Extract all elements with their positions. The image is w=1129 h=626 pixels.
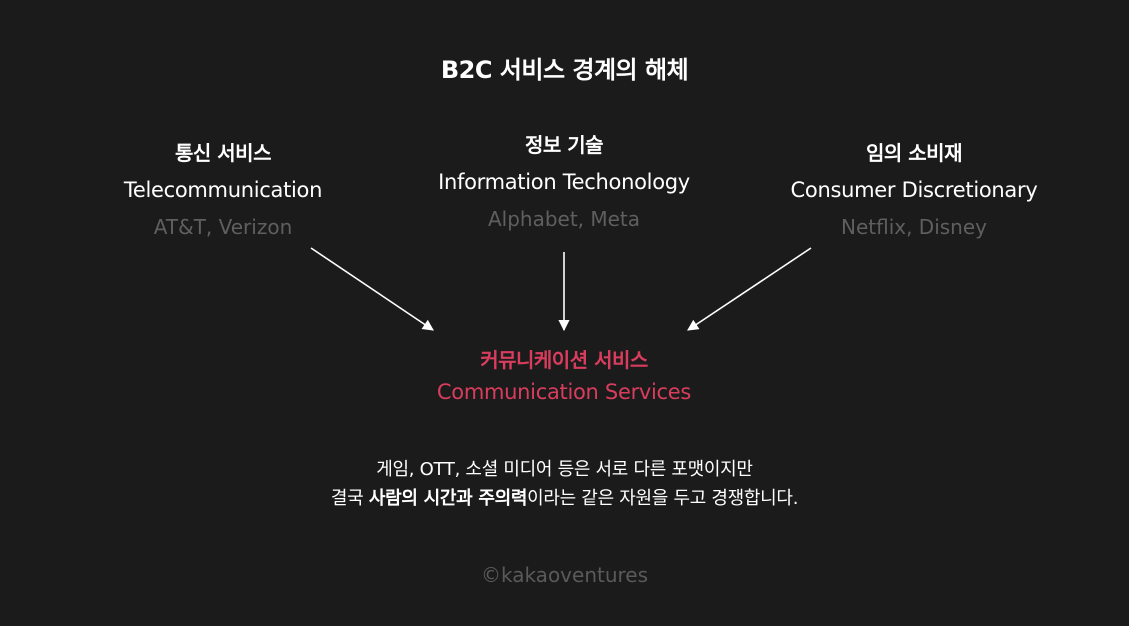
node-korean-label: 통신 서비스 xyxy=(175,141,271,165)
node-english-label: Information Techonology xyxy=(438,170,690,194)
target-node-communication-services: 커뮤니케이션 서비스 Communication Services xyxy=(364,347,764,406)
node-korean-label: 임의 소비재 xyxy=(866,141,962,165)
arrow-right xyxy=(687,247,812,331)
node-english-label: Consumer Discretionary xyxy=(790,178,1038,202)
source-node-information-technology: 정보 기술 Information Techonology Alphabet, … xyxy=(394,132,734,232)
node-examples: Netflix, Disney xyxy=(840,215,987,239)
node-examples: Alphabet, Meta xyxy=(487,207,641,231)
source-node-telecom: 통신 서비스 Telecommunication AT&T, Verizon xyxy=(53,140,393,240)
target-english-label: Communication Services xyxy=(436,380,692,404)
page-title: B2C 서비스 경계의 해체 xyxy=(440,56,689,84)
source-node-consumer-discretionary: 임의 소비재 Consumer Discretionary Netflix, D… xyxy=(744,140,1084,240)
node-examples: AT&T, Verizon xyxy=(153,215,293,239)
credit-text: ©kakaoventures xyxy=(480,563,649,587)
description-line-2: 결국 사람의 시간과 주의력이라는 같은 자원을 두고 경쟁합니다. xyxy=(0,484,1129,513)
description-line-1: 게임, OTT, 소셜 미디어 등은 서로 다른 포맷이지만 xyxy=(376,459,753,480)
description-prefix: 결국 xyxy=(330,488,369,509)
arrow-left xyxy=(310,247,434,331)
node-english-label: Telecommunication xyxy=(123,178,323,202)
description: 게임, OTT, 소셜 미디어 등은 서로 다른 포맷이지만 결국 사람의 시간… xyxy=(0,455,1129,513)
description-emphasis: 사람의 시간과 주의력 xyxy=(368,488,528,509)
target-korean-label: 커뮤니케이션 서비스 xyxy=(480,348,648,372)
description-suffix: 이라는 같은 자원을 두고 경쟁합니다. xyxy=(527,488,799,509)
node-korean-label: 정보 기술 xyxy=(524,133,604,157)
